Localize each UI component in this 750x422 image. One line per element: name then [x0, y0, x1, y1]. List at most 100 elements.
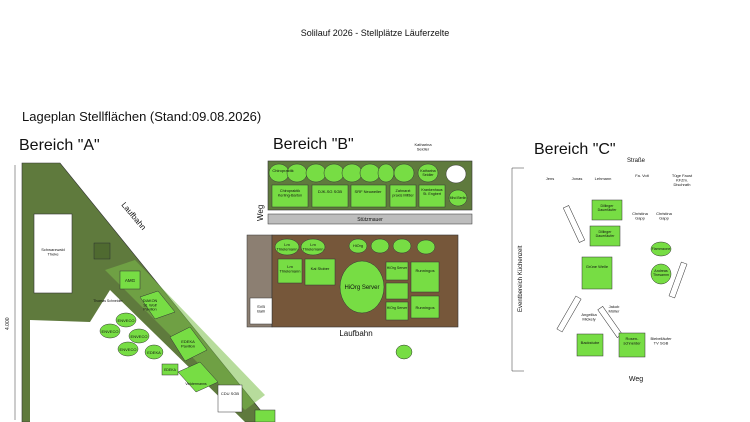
stand-rosen-label: Rosen-schneider: [623, 336, 641, 346]
stand-enveco-2-label: ENVECO: [102, 329, 119, 334]
stand-edeka-2: [169, 326, 208, 362]
area-b-wall-label: Stützmauer: [357, 217, 383, 223]
stand-lehmann-label: Lehmann: [595, 176, 612, 181]
stand-thomas-label: Thomas Schneider: [93, 299, 123, 303]
area-a-road-label: Laufbahn: [119, 201, 147, 232]
stand-edeka-1-label: EDEKA: [147, 350, 161, 355]
stand-enveco-2: [99, 323, 121, 339]
stand-mhd: [448, 189, 468, 207]
stand-srf-label: SRF Neuweiler: [355, 189, 383, 194]
stand-enveco-4-label: ENVECO: [131, 334, 148, 339]
stand-hiorg-srv-b-label: HiOrg Server: [387, 306, 408, 310]
area-c-map: Straße Weg Eventbereich Küchenzelt Jens …: [511, 158, 693, 383]
stand-running-2: [410, 295, 440, 319]
stand-running-2-label: Runningos: [415, 305, 434, 310]
stand-amg: [119, 270, 141, 290]
plan-title: Lageplan Stellflächen (Stand:09.08.2026): [22, 109, 262, 124]
stand-schwarzwald: [33, 213, 73, 294]
area-b-wall: [267, 213, 473, 225]
stand-mhd-label: Mhd Berlin: [450, 196, 467, 200]
area-c-title: Bereich "C": [534, 141, 616, 158]
stand-srf: [350, 184, 387, 208]
stand-gruene: [581, 256, 613, 290]
stand-edeka-1: [144, 344, 164, 360]
stand-a-bottom: [254, 409, 276, 422]
area-b-server-label: HiOrg Server: [344, 285, 379, 291]
stand-running-1-label: Runningos: [415, 268, 434, 273]
stand-enveco-4: [128, 328, 150, 344]
stand-cdu: [217, 384, 243, 413]
stand-kai-label: Kai Stober: [311, 266, 330, 271]
area-b-title: Bereich "B": [273, 136, 354, 153]
stand-chiropraktik-2: [271, 184, 309, 208]
stand-edeka-3-label: EDEKA: [164, 368, 177, 372]
area-a-title: Bereich "A": [19, 137, 100, 154]
stand-djk-label: DJK-SG SGB: [318, 189, 343, 194]
stand-dillinger-2: [589, 225, 621, 247]
area-a-dimension-label: 4.000: [5, 317, 11, 330]
stand-hiorg-small-label: HiOrg: [353, 244, 363, 248]
area-c-strasse-label: Straße: [627, 158, 646, 164]
stand-krankenhaus: [418, 184, 446, 208]
area-c-weg-label: Weg: [629, 376, 643, 383]
stand-edeka-3: [161, 363, 179, 376]
stand-zahnarzt: [389, 184, 417, 208]
stand-voit-label: Fa. Voit: [635, 173, 649, 178]
area-b-weg-label: Weg: [256, 205, 265, 221]
stand-hiorg-srv-a-label: HiOrg Server: [387, 266, 408, 270]
area-c-event-label: Eventbereich Küchenzelt: [518, 245, 524, 312]
stand-amg-label: AMG: [125, 278, 136, 283]
stand-cdu-label: CDU SGB: [221, 391, 240, 396]
stand-kai: [304, 258, 336, 286]
stand-jonas-label: Jonas: [572, 176, 583, 181]
stand-vitra: [177, 361, 219, 393]
stand-running-1: [410, 261, 440, 293]
stand-djk: [311, 184, 349, 208]
stand-enveco-1-label: ENVECO: [118, 318, 135, 323]
area-a-pavement: [30, 290, 245, 422]
area-a-marker: [93, 242, 111, 260]
area-b-road-label: Laufbahn: [339, 329, 372, 338]
stand-chiropraktik-1-label: Chiropraktik: [272, 168, 293, 173]
stand-backstube: [576, 333, 604, 357]
stand-svb: [249, 297, 273, 325]
stand-lm-3: [277, 258, 303, 284]
stand-enveco-1: [115, 312, 137, 328]
stand-hiorg-server-main: [339, 260, 385, 314]
stand-diakon: [139, 290, 176, 320]
stand-flammzone-label: Flammzone: [652, 247, 671, 251]
stand-dillinger-1: [591, 199, 623, 221]
stand-gruene-label: Grüne Welle: [586, 264, 609, 269]
stand-backstube-label: Backstube: [581, 340, 600, 345]
stand-enveco-3-label: ENVECO: [120, 347, 137, 352]
stand-jens-label: Jens: [546, 176, 554, 181]
stand-rosen: [618, 332, 646, 358]
stand-b-bottom: [395, 344, 413, 360]
stand-andreas: [650, 263, 672, 285]
page-header-title: Solilauf 2026 - Stellplätze Läuferzelte: [300, 28, 450, 38]
